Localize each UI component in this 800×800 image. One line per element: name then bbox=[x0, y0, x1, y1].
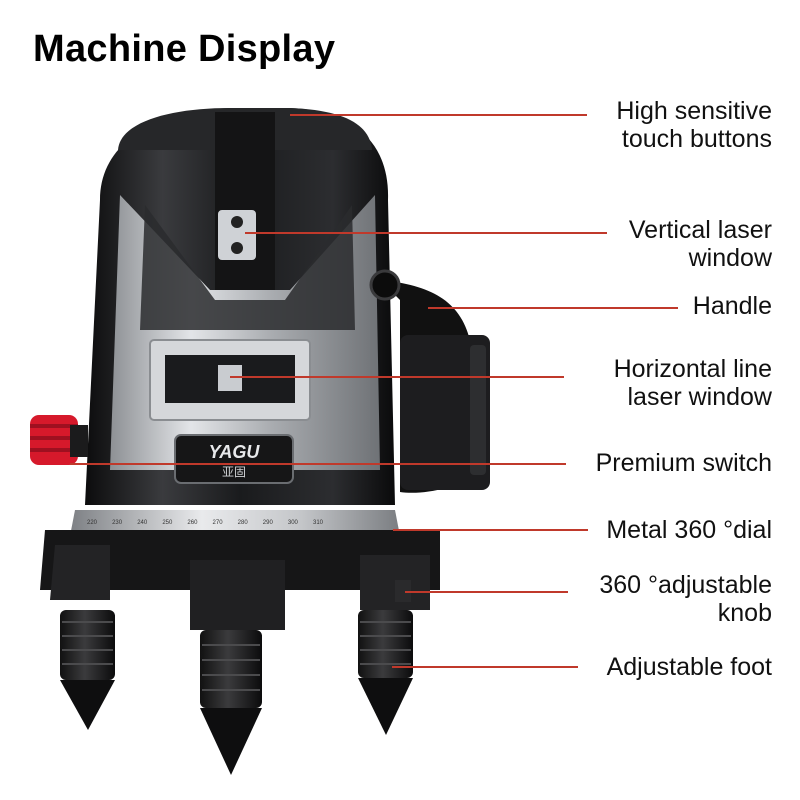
callout-handle: Handle bbox=[692, 292, 772, 320]
callout-metal-dial: Metal 360 °dial bbox=[606, 516, 772, 544]
dial-tick-label: 300 bbox=[288, 520, 299, 526]
callout-premium-switch: Premium switch bbox=[595, 449, 772, 477]
leader-horizontal-window bbox=[230, 376, 564, 378]
callout-adjustable-foot: Adjustable foot bbox=[606, 653, 772, 681]
dial-ticks: 220 230 240 250 260 270 280 290 300 310 bbox=[87, 520, 324, 526]
foot-left bbox=[60, 610, 115, 730]
leader-vertical-window bbox=[245, 232, 607, 234]
dial-tick-label: 290 bbox=[263, 520, 274, 526]
leader-premium-switch bbox=[70, 463, 566, 465]
dial-tick-label: 220 bbox=[87, 520, 98, 526]
leader-metal-dial bbox=[393, 529, 588, 531]
dial-tick-label: 260 bbox=[187, 520, 198, 526]
foot-center bbox=[200, 630, 262, 775]
leader-adjustable-foot bbox=[392, 666, 578, 668]
adjustable-knob bbox=[395, 580, 411, 602]
leader-handle bbox=[428, 307, 678, 309]
side-knob bbox=[369, 269, 401, 301]
dial-tick-label: 310 bbox=[313, 520, 324, 526]
dial-tick-label: 250 bbox=[162, 520, 173, 526]
dial-tick-label: 280 bbox=[238, 520, 249, 526]
brand-logo-sub: 亚固 bbox=[222, 465, 246, 479]
logo-plate bbox=[174, 434, 294, 484]
dial-tick-label: 230 bbox=[112, 520, 123, 526]
leader-touch-buttons bbox=[290, 114, 587, 116]
dial-tick-label: 270 bbox=[213, 520, 224, 526]
brand-logo: YAGU bbox=[209, 442, 261, 462]
leader-adjustable-knob bbox=[405, 591, 568, 593]
battery-pack bbox=[400, 335, 490, 490]
foot-right bbox=[358, 610, 413, 735]
page-title: Machine Display bbox=[33, 28, 336, 70]
dial-tick-label: 240 bbox=[137, 520, 148, 526]
vertical-laser-strip bbox=[215, 112, 275, 290]
